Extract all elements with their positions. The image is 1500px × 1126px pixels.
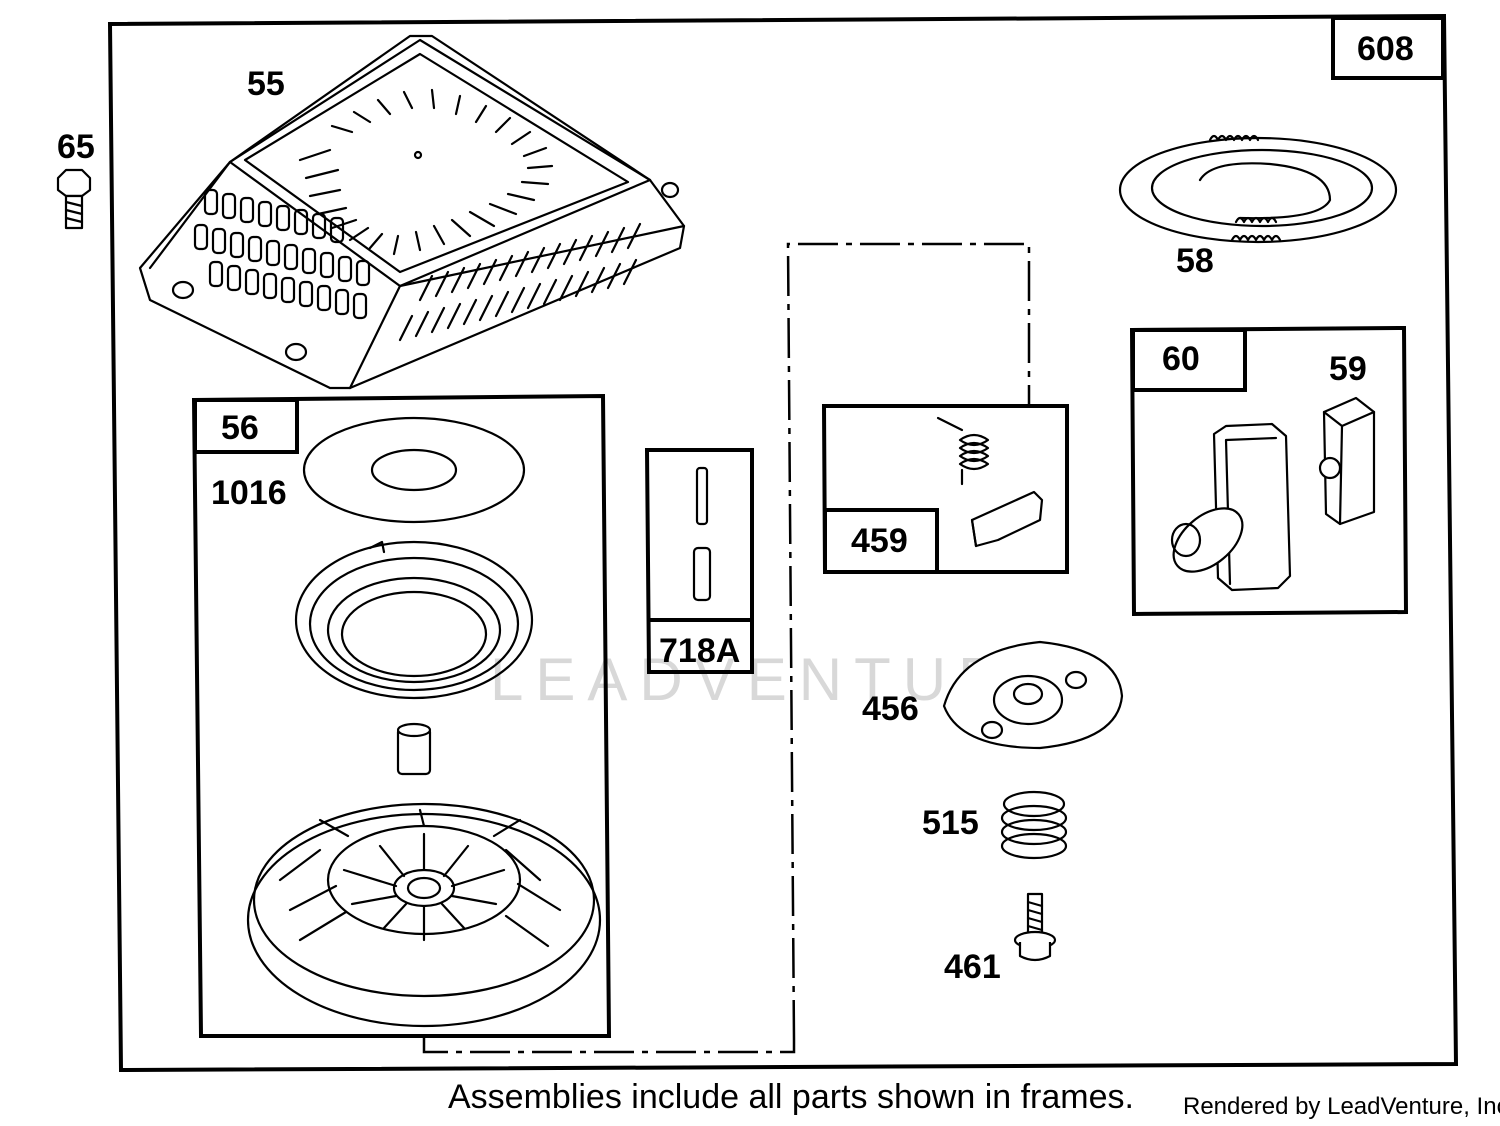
spring-459-illustration (936, 416, 990, 486)
callout-65[interactable]: 65 (57, 128, 95, 166)
handle-60-illustration (1170, 422, 1292, 592)
assembly-frame-56 (191, 393, 612, 1038)
callout-1016[interactable]: 1016 (211, 474, 287, 512)
callout-59[interactable]: 59 (1329, 350, 1367, 388)
pulley-illustration (246, 802, 602, 1028)
spacer-illustration (396, 722, 432, 776)
callout-box-60 (1131, 328, 1247, 392)
callout-515[interactable]: 515 (922, 804, 979, 842)
callout-box-459 (823, 508, 939, 574)
assembly-frame-608 (107, 13, 1459, 1073)
footer-note: Assemblies include all parts shown in fr… (448, 1078, 1134, 1116)
spring-515-illustration (1000, 790, 1068, 860)
pins-718a-illustration (692, 466, 712, 602)
callout-461[interactable]: 461 (944, 948, 1001, 986)
cam-456-illustration (942, 640, 1124, 750)
pawl-459-illustration (970, 490, 1044, 548)
bolt-65-illustration (56, 168, 92, 230)
starter-rope-58-illustration (1118, 134, 1398, 244)
callout-58[interactable]: 58 (1176, 242, 1214, 280)
callout-456[interactable]: 456 (862, 690, 919, 728)
footer-credit: Rendered by LeadVenture, Inc. (1183, 1093, 1500, 1120)
callout-608[interactable]: 608 (1357, 30, 1414, 68)
callout-718a[interactable]: 718A (659, 632, 740, 670)
recoil-spring-illustration (294, 540, 534, 700)
assembly-frame-718a (644, 448, 754, 674)
callout-56[interactable]: 56 (221, 409, 259, 447)
screw-461-illustration (1013, 892, 1057, 962)
blower-housing-55-illustration (138, 34, 686, 390)
callout-box-56 (193, 398, 299, 454)
callout-55[interactable]: 55 (247, 65, 285, 103)
insert-59-illustration (1318, 396, 1376, 526)
assembly-link-line-2 (786, 242, 1031, 1041)
assembly-frame-60 (1129, 325, 1409, 617)
washer-1016-illustration (302, 416, 526, 524)
callout-box-608 (1331, 16, 1445, 80)
assembly-link-line (422, 1036, 796, 1054)
callout-60[interactable]: 60 (1162, 340, 1200, 378)
callout-459[interactable]: 459 (851, 522, 908, 560)
